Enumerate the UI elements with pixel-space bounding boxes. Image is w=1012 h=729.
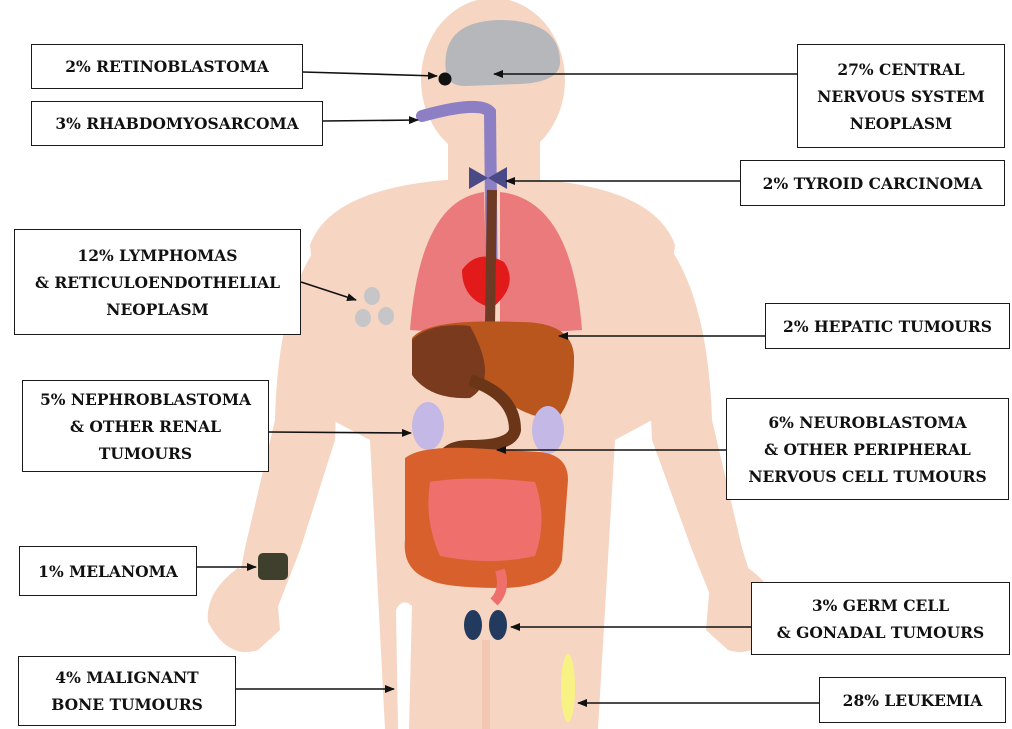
label-leukemia: 28% LEUKEMIA xyxy=(819,677,1006,723)
label-germ-cell: 3% GERM CELL & GONADAL TUMOURS xyxy=(751,582,1010,655)
testis-left xyxy=(489,610,507,640)
small-intestine xyxy=(428,479,541,562)
right-hand xyxy=(208,568,280,652)
testis-right xyxy=(464,610,482,640)
label-nephroblastoma: 5% NEPHROBLASTOMA & OTHER RENAL TUMOURS xyxy=(22,380,269,472)
label-melanoma: 1% MELANOMA xyxy=(19,546,197,596)
kidney-left xyxy=(532,406,564,454)
melanoma-patch xyxy=(258,553,288,580)
arrow-rhabdomyosarcoma xyxy=(323,120,418,121)
brain xyxy=(445,20,560,86)
label-cns-neoplasm: 27% CENTRAL NERVOUS SYSTEM NEOPLASM xyxy=(797,44,1005,148)
retina-marker xyxy=(439,73,452,86)
label-bone-tumours: 4% MALIGNANT BONE TUMOURS xyxy=(18,656,236,726)
leg-gap xyxy=(482,640,490,729)
kidney-right xyxy=(412,402,444,450)
label-rhabdomyosarcoma: 3% RHABDOMYOSARCOMA xyxy=(31,101,323,146)
arrow-nephroblastoma xyxy=(269,432,411,433)
esophagus xyxy=(490,190,492,325)
label-hepatic-tumours: 2% HEPATIC TUMOURS xyxy=(765,303,1010,349)
label-lymphomas: 12% LYMPHOMAS & RETICULOENDOTHELIAL NEOP… xyxy=(14,229,301,335)
label-thyroid-carcinoma: 2% TYROID CARCINOMA xyxy=(740,160,1005,206)
label-retinoblastoma: 2% RETINOBLASTOMA xyxy=(31,44,303,89)
bone-marrow xyxy=(561,654,575,722)
arrow-retinoblastoma xyxy=(303,72,437,76)
label-neuroblastoma: 6% NEUROBLASTOMA & OTHER PERIPHERAL NERV… xyxy=(726,398,1009,500)
